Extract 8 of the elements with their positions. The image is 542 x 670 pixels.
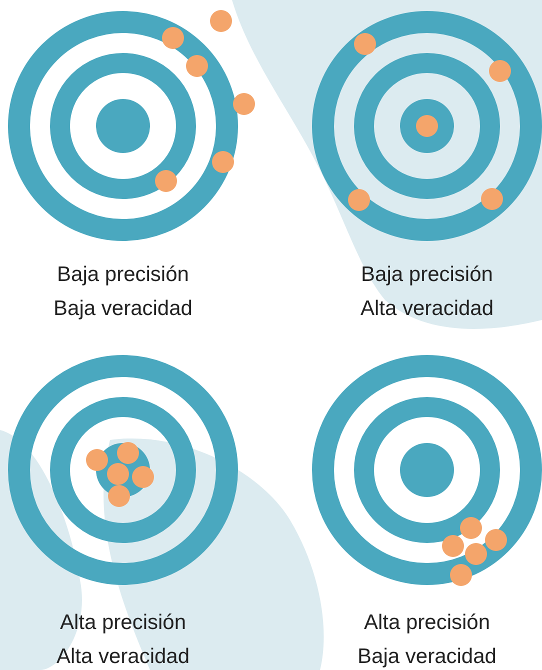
target-caption: Baja veracidad — [358, 644, 496, 670]
target-caption: Baja precisión — [361, 262, 493, 288]
target-caption: Alta veracidad — [360, 296, 494, 322]
target-caption: Alta veracidad — [56, 644, 190, 670]
target-caption: Baja veracidad — [54, 296, 192, 322]
target-caption: Alta precisión — [364, 610, 490, 636]
target-caption: Alta precisión — [60, 610, 186, 636]
target-caption: Baja precisión — [57, 262, 189, 288]
